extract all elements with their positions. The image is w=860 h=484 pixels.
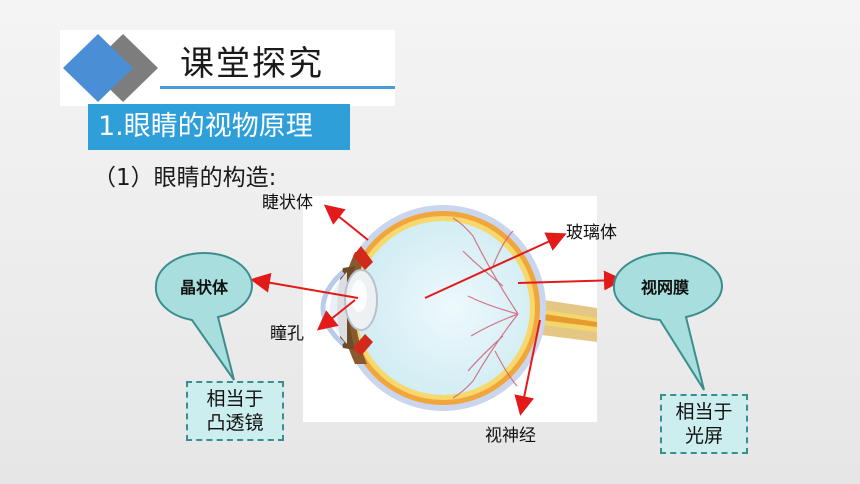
retina-analogy-line1: 相当于 <box>675 401 733 423</box>
subsection-label: （1）眼睛的构造: <box>93 165 277 191</box>
diamond-icon <box>63 34 158 102</box>
label-vitreous: 玻璃体 <box>566 223 617 243</box>
lens-callout-title: 晶状体 <box>180 278 229 297</box>
retina-callout-title: 视网膜 <box>641 278 690 297</box>
section-label: 1.眼睛的视物原理 <box>88 104 350 150</box>
label-optic-nerve: 视神经 <box>485 426 536 446</box>
retina-callout-bubble <box>612 252 724 391</box>
title-underline <box>160 86 395 89</box>
lens-analogy-box: 相当于 凸透镜 <box>186 381 284 441</box>
lens-analogy-line2: 凸透镜 <box>206 412 264 434</box>
lens-analogy-line1: 相当于 <box>206 388 264 410</box>
lens-callout-bubble <box>154 252 254 381</box>
page-title: 课堂探究 <box>180 44 324 84</box>
label-pupil: 瞳孔 <box>270 324 304 344</box>
retina-analogy-box: 相当于 光屏 <box>660 394 748 454</box>
label-ciliary-body: 睫状体 <box>262 193 313 213</box>
retina-analogy-line2: 光屏 <box>684 425 723 447</box>
